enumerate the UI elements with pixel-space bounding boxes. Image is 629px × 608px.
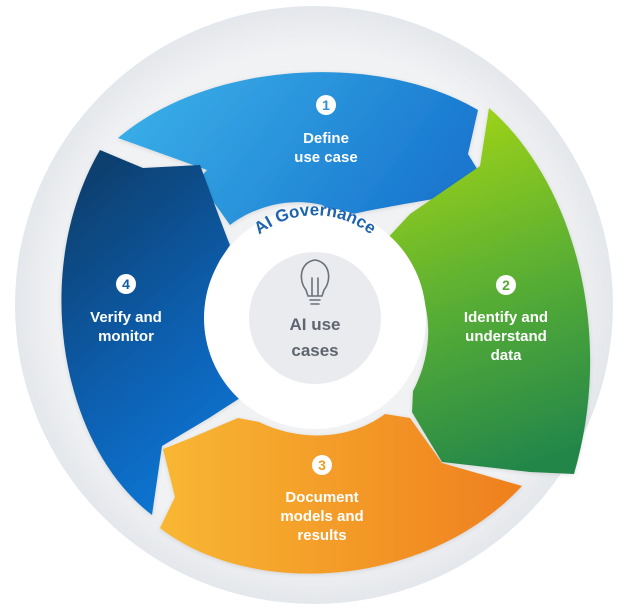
step-4-number: 4 bbox=[122, 276, 130, 292]
step-2-line-2: understand bbox=[465, 328, 547, 345]
step-3-line-1: Document bbox=[285, 489, 358, 506]
segment-2-identify-data bbox=[382, 108, 591, 474]
step-2-line-1: Identify and bbox=[464, 309, 548, 326]
center-disc bbox=[249, 252, 381, 384]
step-3-line-3: results bbox=[297, 527, 346, 544]
center-label-line-1: AI use bbox=[289, 315, 340, 334]
step-1-number-badge bbox=[316, 95, 336, 115]
step-3-number: 3 bbox=[318, 457, 326, 473]
lightbulb-icon bbox=[300, 259, 330, 305]
segment-1-define-use-case bbox=[118, 72, 490, 225]
step-1-label-group: 1 Define use case bbox=[294, 95, 358, 166]
step-2-number-badge bbox=[496, 275, 516, 295]
step-4-label-group: 4 Verify and monitor bbox=[90, 274, 162, 345]
step-3-label-group: 3 Document models and results bbox=[280, 455, 364, 544]
center-label-line-2: cases bbox=[291, 341, 338, 360]
step-2-label-group: 2 Identify and understand data bbox=[464, 275, 548, 364]
step-3-line-2: models and bbox=[280, 508, 363, 525]
segment-3-document-models bbox=[160, 414, 522, 574]
step-1-number: 1 bbox=[322, 97, 330, 113]
step-4-line-1: Verify and bbox=[90, 309, 162, 326]
segment-4-verify-monitor bbox=[61, 150, 241, 515]
step-1-line-2: use case bbox=[294, 149, 357, 166]
step-4-number-badge bbox=[116, 274, 136, 294]
step-1-line-1: Define bbox=[303, 130, 349, 147]
step-2-line-3: data bbox=[491, 347, 523, 364]
step-4-line-2: monitor bbox=[98, 328, 154, 345]
step-3-number-badge bbox=[312, 455, 332, 475]
step-2-number: 2 bbox=[502, 277, 510, 293]
